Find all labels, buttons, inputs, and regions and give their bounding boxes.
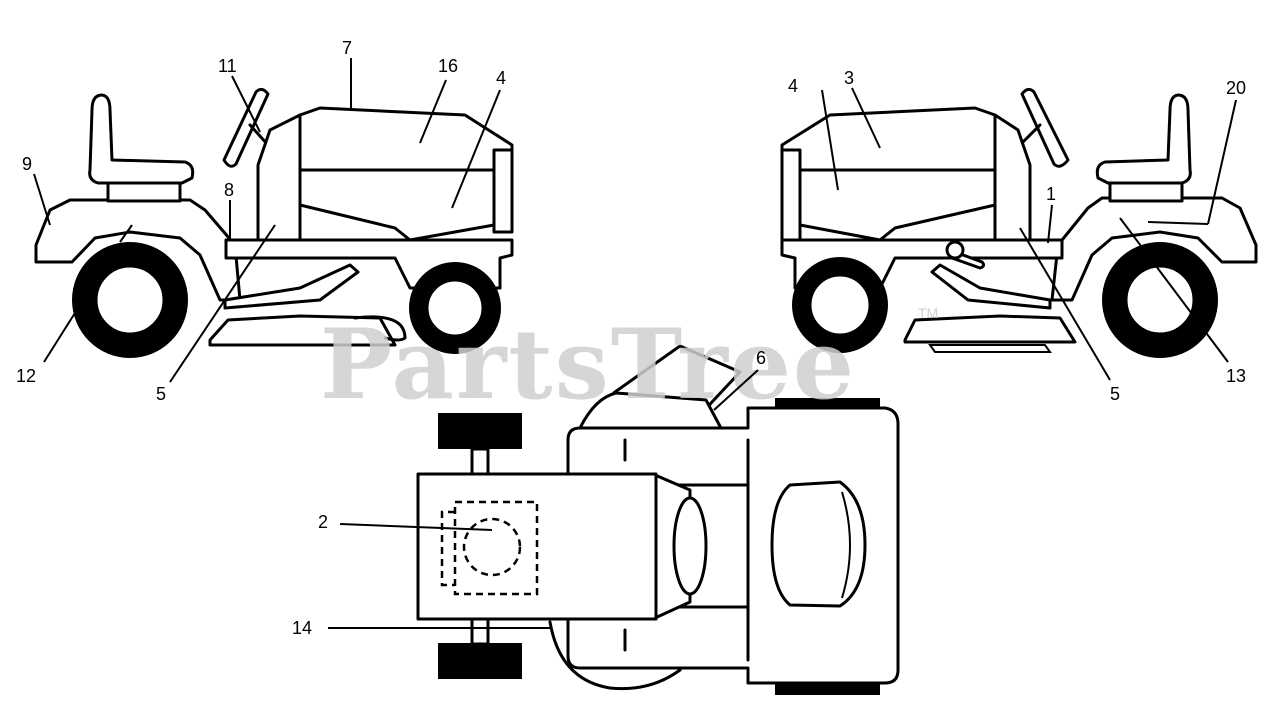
right-deck-skirt xyxy=(928,344,1052,353)
callout-11: 11 xyxy=(218,56,237,76)
top-front-wheel-top xyxy=(438,413,522,449)
right-seat-back xyxy=(1095,93,1192,185)
callout-8: 8 xyxy=(224,180,234,200)
callout-3: 3 xyxy=(844,68,854,88)
left-seat-base xyxy=(106,181,182,203)
top-seat xyxy=(770,480,867,608)
top-front-axle-bottom xyxy=(470,616,490,646)
leader-lines xyxy=(33,58,1237,629)
leader-20 xyxy=(1207,99,1237,225)
leader-3 xyxy=(851,87,881,149)
left-steering-wheel xyxy=(222,87,270,168)
right-hood-side xyxy=(798,168,997,242)
callout-16: 16 xyxy=(438,56,458,76)
leader-9 xyxy=(33,173,51,226)
callout-4-right: 4 xyxy=(788,76,798,96)
leader-5b xyxy=(1019,227,1111,381)
right-side-view-tractor xyxy=(780,87,1258,358)
leader-4b xyxy=(821,89,839,191)
right-seat-base xyxy=(1108,181,1184,203)
top-front-wheel-bottom xyxy=(438,643,522,679)
top-engine-circle xyxy=(462,517,522,577)
callout-7: 7 xyxy=(342,38,352,58)
leader-13 xyxy=(1119,217,1229,363)
top-engine-dashed-side xyxy=(440,510,455,587)
leader-9b xyxy=(119,224,133,243)
right-grille xyxy=(780,148,802,252)
top-seat-back-line xyxy=(841,491,851,599)
top-steering-wheel xyxy=(672,496,708,596)
top-view-tractor xyxy=(416,344,900,695)
left-hood-side xyxy=(298,168,496,242)
top-rear-wheel-bottom xyxy=(775,683,880,695)
left-grille xyxy=(492,148,514,234)
callout-1: 1 xyxy=(1046,184,1056,204)
leader-16 xyxy=(419,79,447,144)
leader-5a xyxy=(169,224,276,383)
right-front-rim xyxy=(808,273,872,337)
top-deck-lower xyxy=(548,620,682,691)
right-steering-wheel xyxy=(1020,87,1070,168)
leader-2 xyxy=(339,523,493,531)
callout-20: 20 xyxy=(1226,78,1246,98)
left-dash-console xyxy=(256,113,302,242)
callout-4-left: 4 xyxy=(496,68,506,88)
right-dash-console xyxy=(993,113,1032,242)
top-front-axle-top xyxy=(470,447,490,477)
callout-12: 12 xyxy=(16,366,36,386)
callout-9: 9 xyxy=(22,154,32,174)
callout-2: 2 xyxy=(318,512,328,532)
callout-6: 6 xyxy=(756,348,766,368)
left-rear-rim xyxy=(94,264,166,336)
right-mower-deck xyxy=(903,314,1077,344)
left-footrest xyxy=(223,263,360,310)
callout-5-left: 5 xyxy=(156,384,166,404)
right-hood-top xyxy=(780,106,997,172)
callout-5-right: 5 xyxy=(1110,384,1120,404)
top-deck-upper xyxy=(578,391,724,432)
callout-14: 14 xyxy=(292,618,312,638)
callout-labels: 7 16 4 11 8 9 12 5 4 3 20 1 5 13 6 2 14 xyxy=(16,38,1246,638)
leader-20b xyxy=(1147,221,1209,225)
leader-1 xyxy=(1047,204,1053,244)
leader-11 xyxy=(231,75,261,133)
leader-4a xyxy=(451,89,501,209)
right-rear-rim xyxy=(1124,264,1196,336)
left-seat-back xyxy=(88,93,195,185)
leader-6 xyxy=(713,369,759,411)
leader-12 xyxy=(43,304,81,363)
right-lever-knob xyxy=(945,240,965,260)
watermark-text: PartsTree xyxy=(320,308,856,421)
left-front-rim xyxy=(425,278,485,338)
top-engine-dashed xyxy=(453,500,539,596)
callout-13: 13 xyxy=(1226,366,1246,386)
right-footrest xyxy=(930,263,1052,310)
watermark-tm: TM xyxy=(918,305,938,321)
left-side-view-tractor xyxy=(34,87,514,358)
left-discharge-chute xyxy=(353,315,407,342)
